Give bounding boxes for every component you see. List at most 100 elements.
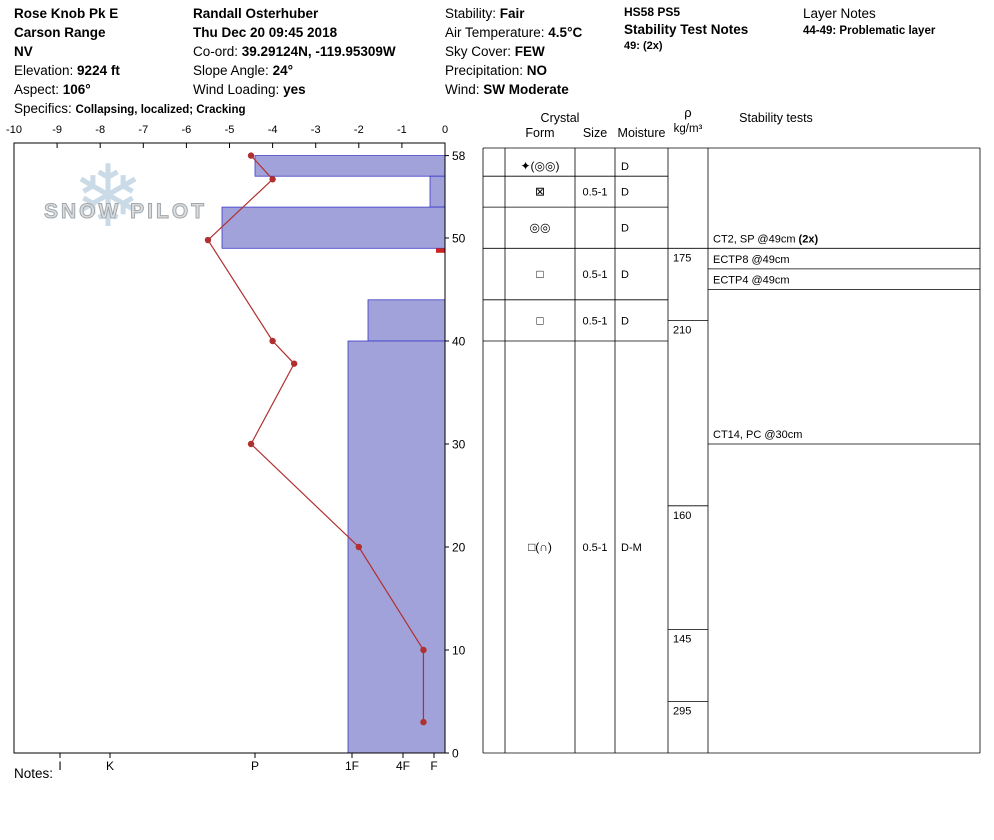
- stability-test-label: ECTP8 @49cm: [713, 254, 790, 266]
- stability-test-label: CT14, PC @30cm: [713, 429, 802, 441]
- depth-tick-label: 40: [452, 335, 466, 349]
- sky-cover-value: FEW: [514, 44, 545, 59]
- hardness-tick-label: P: [251, 759, 259, 773]
- datetime-line: Thu Dec 20 09:45 2018: [193, 23, 396, 42]
- specifics-value: Collapsing, localized; Cracking: [75, 104, 246, 116]
- header-moisture: Moisture: [618, 126, 666, 140]
- layer-size: 0.5-1: [582, 542, 607, 554]
- slope-angle-line: Slope Angle: 24°: [193, 61, 396, 80]
- density-value: 145: [673, 633, 691, 645]
- layer-moisture: D: [621, 223, 629, 235]
- layer-moisture: D-M: [621, 542, 642, 554]
- layer-moisture: D: [621, 315, 629, 327]
- site-state: NV: [14, 44, 33, 59]
- layer-size: 0.5-1: [582, 315, 607, 327]
- header-density: ρ: [684, 105, 691, 120]
- site-range: Carson Range: [14, 25, 106, 40]
- temperature-point: [247, 152, 255, 159]
- hardness-bar: [367, 299, 446, 342]
- temperature-point: [420, 718, 427, 726]
- snowpilot-logo-text: SNOW PILOT: [44, 200, 207, 224]
- hardness-tick-label: 4F: [396, 759, 410, 773]
- depth-tick-label: 30: [452, 438, 466, 452]
- hardness-tick-label: F: [430, 759, 437, 773]
- elevation-value: 9224 ft: [77, 63, 120, 78]
- datetime-value: Thu Dec 20 09:45 2018: [193, 25, 338, 40]
- air-temp-label: Air Temperature:: [445, 25, 549, 40]
- coord-value: 39.29124N, -119.95309W: [241, 44, 396, 59]
- wind-loading-line: Wind Loading: yes: [193, 80, 396, 99]
- sky-cover-line: Sky Cover: FEW: [445, 42, 582, 61]
- temp-tick-label: -6: [182, 124, 192, 136]
- test-notes-note: 49: (2x): [624, 39, 748, 54]
- precip-label: Precipitation:: [445, 63, 527, 78]
- layer-moisture: D: [621, 161, 629, 173]
- stability-test-label: ECTP4 @49cm: [713, 275, 790, 287]
- header-crystal: Crystal: [541, 111, 580, 125]
- hardness-bar: [254, 155, 446, 177]
- wind-loading-label: Wind Loading:: [193, 82, 284, 97]
- layer-moisture: D: [621, 269, 629, 281]
- site-state-line: NV: [14, 42, 246, 61]
- specifics-line: Specifics: Collapsing, localized; Cracki…: [14, 99, 246, 120]
- wind-label: Wind:: [445, 82, 484, 97]
- wind-value: SW Moderate: [483, 82, 569, 97]
- observer-name-line: Randall Osterhuber: [193, 4, 396, 23]
- stability-label: Stability:: [445, 6, 500, 21]
- test-notes-note-text: 49: (2x): [624, 40, 663, 52]
- depth-tick-label: 50: [452, 232, 466, 246]
- temp-tick-label: -4: [268, 124, 278, 136]
- depth-tick-label: 10: [452, 644, 466, 658]
- layer-moisture: D: [621, 187, 629, 199]
- hardness-tick-label: K: [106, 759, 114, 773]
- stability-test-notes: HS58 PS5 Stability Test Notes 49: (2x): [624, 4, 748, 54]
- density-value: 210: [673, 324, 691, 336]
- temp-tick-label: -5: [225, 124, 235, 136]
- temperature-point: [355, 543, 362, 551]
- coord-label: Co-ord:: [193, 44, 242, 59]
- observer-info: Randall Osterhuber Thu Dec 20 09:45 2018…: [193, 4, 396, 99]
- hardness-tick-label: I: [58, 759, 61, 773]
- layer-form: □: [536, 313, 543, 327]
- stability-test-label: CT2, SP @49cm (2x): [713, 233, 818, 245]
- precip-line: Precipitation: NO: [445, 61, 582, 80]
- density-value: 160: [673, 510, 691, 522]
- layer-notes-title: Layer Notes: [803, 6, 876, 21]
- layer-form: ◎◎: [530, 221, 551, 235]
- header-size: Size: [583, 126, 607, 140]
- specifics-label: Specifics:: [14, 101, 76, 116]
- notes-label: Notes:: [14, 766, 54, 781]
- temperature-point: [204, 236, 212, 244]
- temperature-point: [290, 360, 298, 367]
- temp-tick-label: -7: [138, 124, 148, 136]
- air-temp-value: 4.5°C: [548, 25, 583, 40]
- observer-name: Randall Osterhuber: [193, 6, 319, 21]
- temp-tick-label: 0: [442, 124, 448, 136]
- layer-size: 0.5-1: [582, 187, 607, 199]
- layer-form: ⊠: [535, 185, 545, 199]
- layer-form: □(∩): [528, 540, 552, 554]
- conditions-info: Stability: Fair Air Temperature: 4.5°C S…: [445, 4, 582, 99]
- coord-line: Co-ord: 39.29124N, -119.95309W: [193, 42, 396, 61]
- layer-notes-note: 44-49: Problematic layer: [803, 25, 936, 37]
- elevation-line: Elevation: 9224 ft: [14, 61, 246, 80]
- snowflake-icon: ❄: [72, 149, 145, 245]
- aspect-value: 106°: [62, 82, 91, 97]
- layer-notes: Layer Notes 44-49: Problematic layer: [803, 4, 935, 39]
- header-form: Form: [525, 126, 554, 140]
- aspect-line: Aspect: 106°: [14, 80, 246, 99]
- temp-tick-label: -1: [397, 124, 407, 136]
- header-density-units: kg/m³: [674, 123, 703, 135]
- temp-tick-label: -8: [95, 124, 105, 136]
- temp-tick-label: -10: [6, 124, 22, 136]
- hs-ps-value: HS58 PS5: [624, 5, 681, 19]
- temp-tick-label: -2: [354, 124, 364, 136]
- temperature-point: [420, 646, 427, 654]
- layer-of-concern-marker: [436, 248, 445, 253]
